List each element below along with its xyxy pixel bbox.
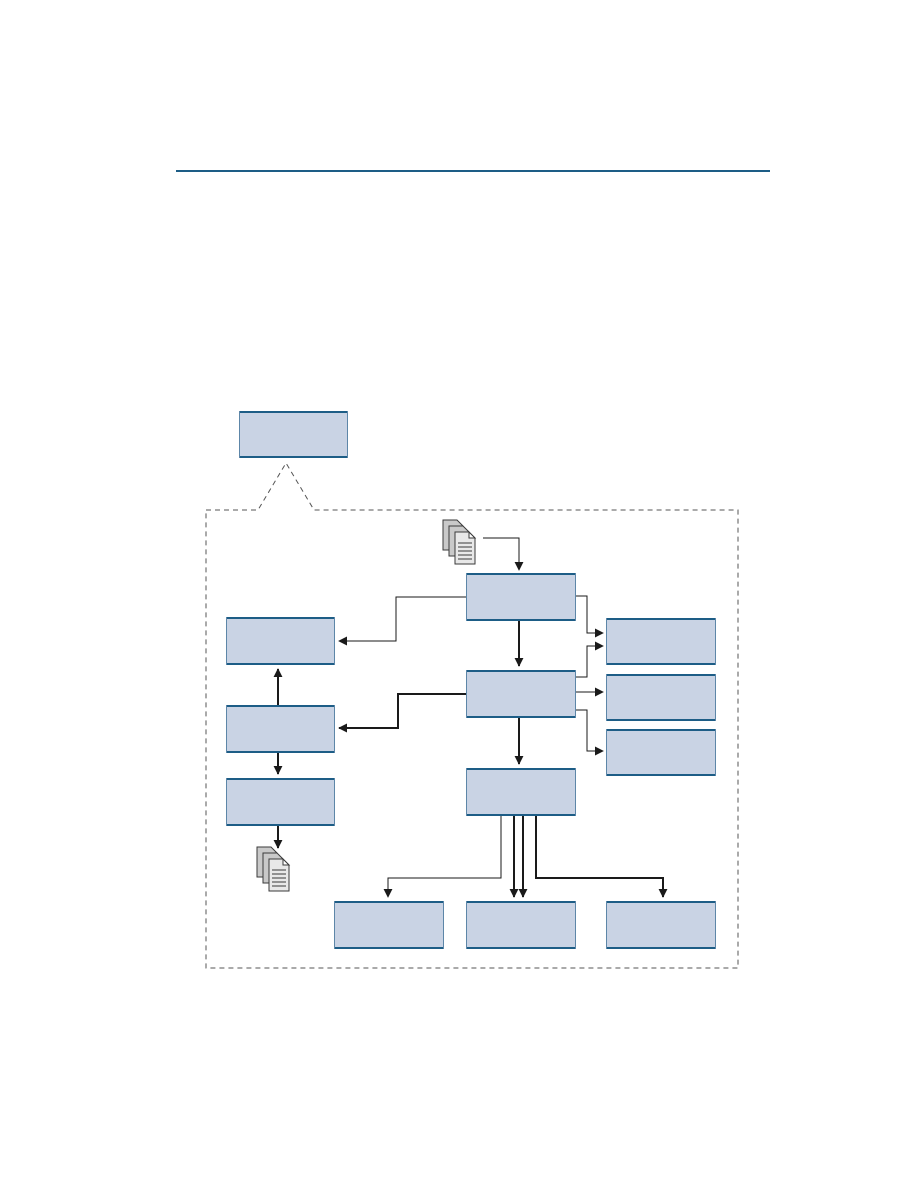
box-bottom-2 xyxy=(466,901,576,949)
box-left-1 xyxy=(226,617,335,665)
box-bottom-3 xyxy=(606,901,716,949)
box-center-1 xyxy=(466,573,576,621)
document-stack-icon xyxy=(442,519,477,565)
connector-center-2-to-right-3 xyxy=(576,709,604,756)
connector-center-3-to-bottom-1 xyxy=(383,816,502,898)
box-left-2 xyxy=(226,705,335,753)
system-boundary xyxy=(205,462,739,969)
box-right-3 xyxy=(606,729,716,776)
connector-center-2-to-right-1 xyxy=(576,641,604,678)
connector-center-3-to-bottom-3 xyxy=(535,816,668,898)
connector-doc-to-center-1 xyxy=(483,537,524,571)
connectors xyxy=(273,537,668,898)
box-center-3 xyxy=(466,768,576,816)
connector-center-1-to-right-1 xyxy=(576,595,604,638)
box-bottom-1 xyxy=(334,901,444,949)
box-right-1 xyxy=(606,618,716,665)
connector-center-1-to-left-1 xyxy=(338,596,466,646)
box-center-2 xyxy=(466,670,576,718)
page-header-rule xyxy=(176,170,770,172)
box-right-2 xyxy=(606,674,716,721)
document-stack-icon xyxy=(256,846,291,892)
box-top xyxy=(239,411,348,458)
connector-center-2-to-left-2 xyxy=(338,693,466,733)
box-left-3 xyxy=(226,778,335,826)
